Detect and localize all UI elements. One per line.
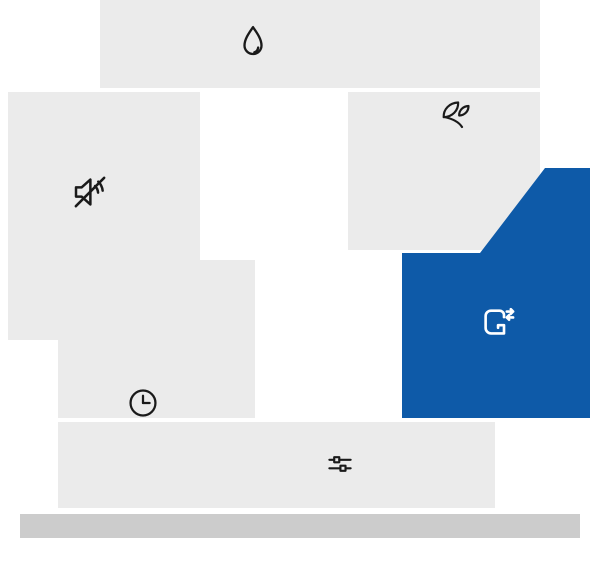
tile-settings[interactable] <box>58 422 495 508</box>
tile-eco[interactable] <box>348 92 540 250</box>
clock-icon <box>129 389 157 417</box>
tile-water[interactable] <box>100 0 540 88</box>
tile-time[interactable] <box>58 260 255 418</box>
leaf-icon <box>442 101 470 129</box>
speaker-mute-icon <box>74 176 106 208</box>
water-drop-icon <box>243 26 263 56</box>
bottom-scrollbar[interactable] <box>20 514 580 538</box>
sliders-icon <box>328 456 352 472</box>
tap-swap-icon <box>484 307 515 335</box>
